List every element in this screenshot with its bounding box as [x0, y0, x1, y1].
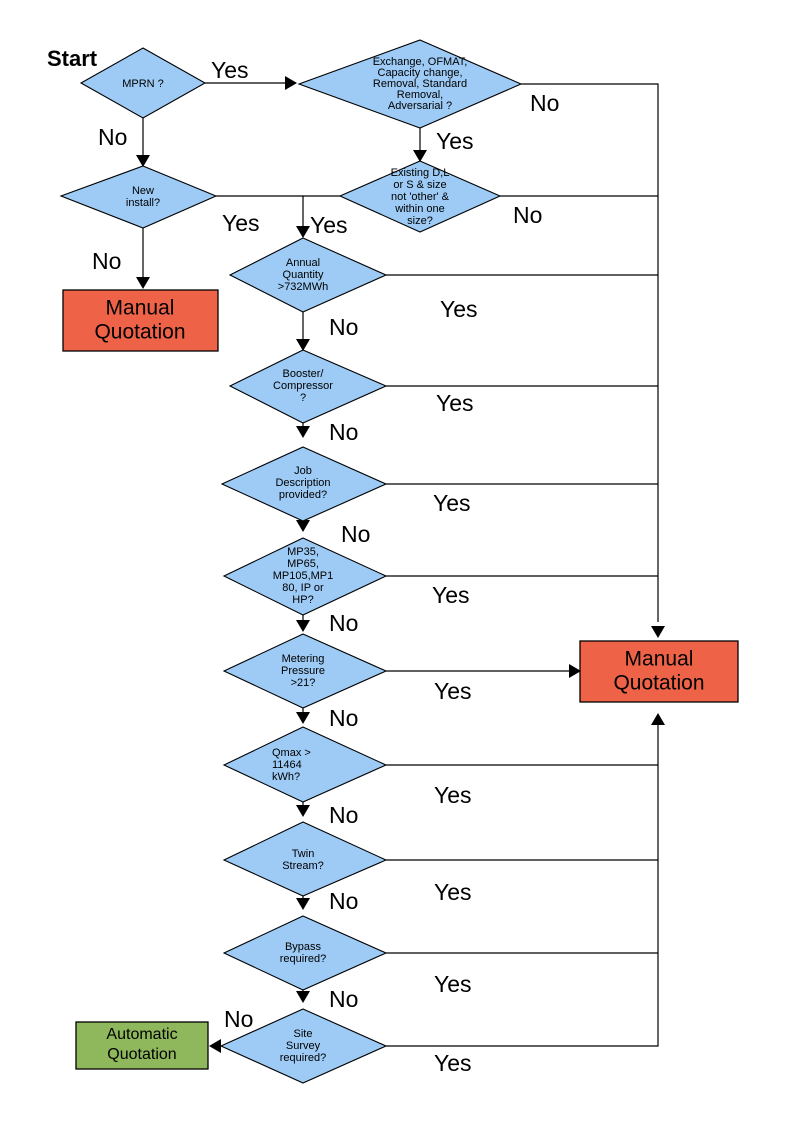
- edge-label-existing-yes: Yes: [310, 212, 348, 238]
- decision-existing-line-5: size?: [407, 215, 433, 227]
- decision-new-install-line-1: New: [132, 185, 154, 197]
- decision-job-description[interactable]: Job Description provided?: [220, 446, 388, 522]
- edge-label-bypass-yes: Yes: [434, 971, 472, 997]
- edge-label-sitesurvey-no: No: [224, 1006, 253, 1032]
- decision-existing-line-4: within one: [394, 203, 445, 215]
- edge-label-mpclass-no: No: [329, 610, 358, 636]
- decision-sitesurvey-line-3: required?: [280, 1052, 326, 1064]
- decision-exchange-line-2: Capacity change,: [378, 67, 463, 79]
- decision-bypass-line-1: Bypass: [285, 941, 322, 953]
- decision-metering-line-3: >21?: [291, 677, 316, 689]
- decision-qmax-line-1: Qmax >: [272, 747, 311, 759]
- edge-label-twin-no: No: [329, 888, 358, 914]
- decision-twin-line-2: Stream?: [282, 860, 324, 872]
- edge-label-twin-yes: Yes: [434, 879, 472, 905]
- decision-exchange[interactable]: Exchange, OFMAT, Capacity change, Remova…: [297, 39, 523, 129]
- terminal-automatic-line-2: Quotation: [107, 1046, 176, 1063]
- decision-jobdesc-line-3: provided?: [279, 489, 327, 501]
- decision-annualqty-line-3: >732MWh: [278, 281, 328, 293]
- decision-mp-class[interactable]: MP35, MP65, MP105,MP1 80, IP or HP?: [222, 537, 388, 616]
- edge-label-sitesurvey-yes: Yes: [434, 1050, 472, 1076]
- edge-label-existing-no: No: [513, 202, 542, 228]
- decision-booster[interactable]: Booster/ Compressor ?: [228, 349, 388, 424]
- decision-jobdesc-line-2: Description: [275, 477, 330, 489]
- decision-annualqty-line-2: Quantity: [283, 269, 324, 281]
- decision-mpclass-line-5: HP?: [292, 594, 313, 606]
- terminal-manual-right-line-2: Quotation: [613, 672, 704, 695]
- edge-label-mprn-yes: Yes: [211, 57, 249, 83]
- decision-exchange-line-5: Adversarial ?: [388, 100, 452, 112]
- edge-label-metering-no: No: [329, 705, 358, 731]
- decision-sitesurvey-line-2: Survey: [286, 1040, 321, 1052]
- terminal-automatic-line-1: Automatic: [106, 1026, 177, 1043]
- edge-label-newinstall-no: No: [92, 248, 121, 274]
- edge-label-exchange-no: No: [530, 90, 559, 116]
- edge-label-bypass-no: No: [329, 986, 358, 1012]
- terminal-manual-left-line-1: Manual: [106, 297, 175, 320]
- decision-booster-line-1: Booster/: [283, 368, 325, 380]
- edge-label-mpclass-yes: Yes: [432, 582, 470, 608]
- edge-label-exchange-yes: Yes: [436, 128, 474, 154]
- decision-existing-line-2: or S & size: [393, 179, 446, 191]
- edge-label-qmax-yes: Yes: [434, 782, 472, 808]
- terminal-manual-right-line-1: Manual: [625, 648, 694, 671]
- decision-annualqty-line-1: Annual: [286, 257, 320, 269]
- edge-label-qmax-no: No: [329, 802, 358, 828]
- edge-exchange-no: [521, 83, 659, 622]
- terminal-manual-left-line-2: Quotation: [94, 321, 185, 344]
- edge-label-metering-yes: Yes: [434, 678, 472, 704]
- edge-label-mprn-no: No: [98, 124, 127, 150]
- decision-qmax[interactable]: Qmax > 11464 kWh?: [222, 726, 388, 803]
- edge-label-annualqty-yes: Yes: [440, 296, 478, 322]
- decision-bypass[interactable]: Bypass required?: [222, 915, 388, 991]
- decision-twin-line-1: Twin: [292, 848, 315, 860]
- decision-annual-quantity[interactable]: Annual Quantity >732MWh: [228, 237, 388, 313]
- decision-metering-line-2: Pressure: [281, 665, 325, 677]
- decision-jobdesc-line-1: Job: [294, 465, 312, 477]
- decision-new-install-line-2: install?: [126, 197, 160, 209]
- decision-exchange-line-1: Exchange, OFMAT,: [373, 56, 468, 68]
- edge-label-jobdesc-yes: Yes: [433, 490, 471, 516]
- decision-mpclass-line-1: MP35,: [287, 546, 319, 558]
- decision-qmax-line-2: 11464: [272, 759, 302, 771]
- decision-new-install[interactable]: New install?: [59, 165, 218, 229]
- decision-twin-stream[interactable]: Twin Stream?: [222, 821, 388, 897]
- edge-label-annualqty-no: No: [329, 314, 358, 340]
- decision-site-survey[interactable]: Site Survey required?: [219, 1008, 388, 1084]
- decision-qmax-line-3: kWh?: [272, 771, 300, 783]
- decision-bypass-line-2: required?: [280, 953, 326, 965]
- decision-sitesurvey-line-1: Site: [294, 1028, 313, 1040]
- start-label: Start: [47, 46, 98, 71]
- decision-mpclass-line-3: MP105,MP1: [273, 570, 334, 582]
- decision-existing-dls[interactable]: Existing D,L or S & size not 'other' & w…: [338, 160, 502, 233]
- edge-label-newinstall-yes: Yes: [222, 210, 260, 236]
- decision-existing-line-3: not 'other' &: [391, 191, 450, 203]
- terminal-automatic-quotation[interactable]: Automatic Quotation: [75, 1021, 209, 1070]
- decision-metering-line-1: Metering: [282, 653, 325, 665]
- decision-mpclass-line-2: MP65,: [287, 558, 319, 570]
- edge-sitesurvey-yes: [386, 721, 659, 1047]
- terminal-manual-quotation-left[interactable]: Manual Quotation: [62, 289, 219, 352]
- decision-booster-line-3: ?: [300, 392, 306, 404]
- edge-label-jobdesc-no: No: [341, 521, 370, 547]
- decision-mprn-label: MPRN ?: [122, 78, 164, 90]
- edge-label-booster-no: No: [329, 419, 358, 445]
- decision-booster-line-2: Compressor: [273, 380, 333, 392]
- decision-mpclass-line-4: 80, IP or: [282, 582, 324, 594]
- edge-label-booster-yes: Yes: [436, 390, 474, 416]
- terminal-manual-quotation-right[interactable]: Manual Quotation: [579, 640, 739, 703]
- decision-exchange-line-3: Removal, Standard: [373, 78, 467, 90]
- decision-metering-pressure[interactable]: Metering Pressure >21?: [222, 633, 388, 709]
- decision-existing-line-1: Existing D,L: [391, 167, 450, 179]
- decision-exchange-line-4: Removal,: [397, 89, 443, 101]
- decision-mprn[interactable]: MPRN ?: [79, 47, 207, 119]
